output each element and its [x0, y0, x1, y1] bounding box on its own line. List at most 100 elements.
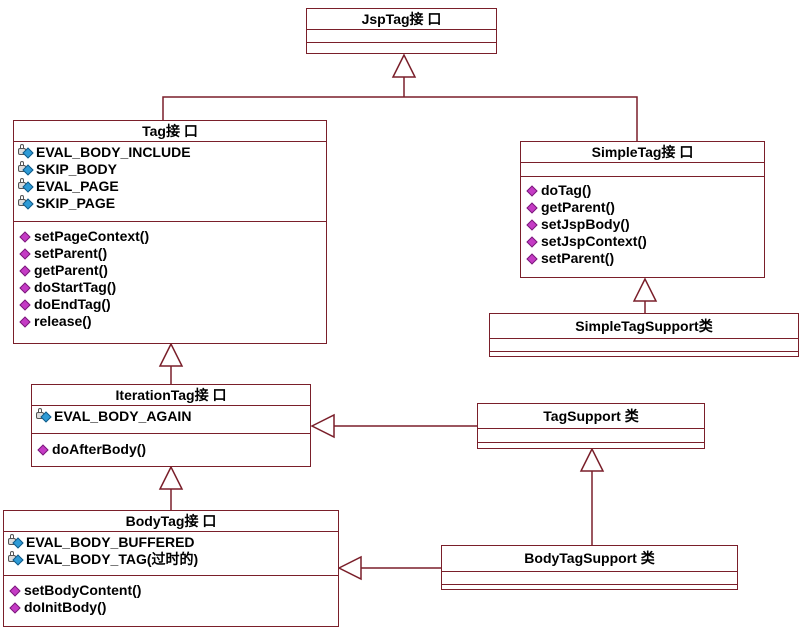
class-simpletag: SimpleTag接 口 doTag() getParent() setJspB…: [520, 141, 765, 278]
constants-section: EVAL_BODY_AGAIN: [32, 406, 310, 434]
method-row: getParent(): [18, 262, 326, 279]
method-row: doInitBody(): [8, 599, 338, 616]
method-row: setJspBody(): [525, 216, 764, 233]
constant-row: SKIP_BODY: [18, 160, 326, 178]
constant-label: SKIP_BODY: [36, 161, 117, 177]
arrowhead-bodytag: [337, 555, 362, 581]
method-row: setParent(): [18, 245, 326, 262]
method-icon: [19, 247, 31, 260]
methods-section: [478, 443, 704, 456]
attributes-section: [521, 163, 764, 177]
constant-row: EVAL_BODY_AGAIN: [36, 407, 310, 425]
method-icon: [526, 252, 538, 265]
methods-section: setBodyContent() doInitBody(): [4, 576, 338, 618]
constant-row: EVAL_BODY_INCLUDE: [18, 143, 326, 161]
constant-icon: [18, 177, 34, 194]
attributes-section: [307, 30, 496, 43]
arrowhead-iterationtag-bottom: [158, 465, 184, 490]
methods-section: doTag() getParent() setJspBody() setJspC…: [521, 177, 764, 269]
link-tag-to-jsptag: [162, 96, 638, 141]
method-label: setPageContext(): [34, 228, 150, 244]
method-label: setParent(): [541, 250, 615, 266]
class-title: IterationTag接 口: [32, 385, 310, 406]
class-title: SimpleTagSupport类: [490, 314, 798, 339]
class-bodytag: BodyTag接 口 EVAL_BODY_BUFFERED EVAL_BODY_…: [3, 510, 339, 627]
constants-section: EVAL_BODY_INCLUDE SKIP_BODY EVAL_PAGE SK…: [14, 142, 326, 222]
constant-icon: [18, 194, 34, 211]
constant-row: SKIP_PAGE: [18, 194, 326, 212]
method-icon: [526, 218, 538, 231]
constant-row: EVAL_PAGE: [18, 177, 326, 195]
constant-icon: [8, 533, 24, 550]
constant-icon: [36, 407, 52, 424]
method-row: setJspContext(): [525, 233, 764, 250]
method-icon: [19, 264, 31, 277]
method-icon: [19, 230, 31, 243]
constant-icon: [8, 550, 24, 567]
attributes-section: [490, 339, 798, 352]
method-row: setBodyContent(): [8, 582, 338, 599]
constant-row: EVAL_BODY_BUFFERED: [8, 533, 338, 551]
attributes-section: [478, 429, 704, 443]
arrowhead-tagsupport: [579, 447, 605, 472]
method-label: setBodyContent(): [24, 582, 142, 598]
methods-section: [490, 352, 798, 364]
method-row: setParent(): [525, 250, 764, 267]
method-row: release(): [18, 313, 326, 330]
method-icon: [9, 584, 21, 597]
constant-icon: [18, 143, 34, 160]
method-row: getParent(): [525, 199, 764, 216]
method-label: getParent(): [541, 199, 615, 215]
class-title: JspTag接 口: [307, 9, 496, 30]
method-row: setPageContext(): [18, 228, 326, 245]
method-label: release(): [34, 313, 92, 329]
method-row: doTag(): [525, 182, 764, 199]
method-label: setJspBody(): [541, 216, 630, 232]
method-label: doInitBody(): [24, 599, 107, 615]
method-row: doEndTag(): [18, 296, 326, 313]
method-label: doTag(): [541, 182, 592, 198]
method-icon: [526, 201, 538, 214]
attributes-section: [442, 572, 737, 585]
method-label: getParent(): [34, 262, 108, 278]
method-icon: [19, 315, 31, 328]
constant-label: EVAL_BODY_BUFFERED: [26, 534, 195, 550]
class-simpletagsupport: SimpleTagSupport类: [489, 313, 799, 357]
method-row: doStartTag(): [18, 279, 326, 296]
methods-section: setPageContext() setParent() getParent()…: [14, 222, 326, 332]
arrowhead-jsptag: [391, 53, 417, 78]
class-title: BodyTagSupport 类: [442, 546, 737, 572]
methods-section: [442, 585, 737, 597]
constants-section: EVAL_BODY_BUFFERED EVAL_BODY_TAG(过时的): [4, 532, 338, 576]
class-jsptag: JspTag接 口: [306, 8, 497, 54]
method-label: setJspContext(): [541, 233, 647, 249]
arrowhead-simpletag: [632, 277, 658, 302]
method-icon: [19, 298, 31, 311]
constant-label: EVAL_BODY_TAG(过时的): [26, 551, 199, 567]
class-title: BodyTag接 口: [4, 511, 338, 532]
methods-section: doAfterBody(): [32, 434, 310, 460]
method-icon: [526, 235, 538, 248]
method-icon: [526, 184, 538, 197]
constant-label: EVAL_BODY_AGAIN: [54, 408, 192, 424]
constant-label: EVAL_BODY_INCLUDE: [36, 144, 191, 160]
method-icon: [9, 601, 21, 614]
class-title: TagSupport 类: [478, 404, 704, 429]
class-iterationtag: IterationTag接 口 EVAL_BODY_AGAIN doAfterB…: [31, 384, 311, 467]
method-label: doStartTag(): [34, 279, 117, 295]
class-tag: Tag接 口 EVAL_BODY_INCLUDE SKIP_BODY EVAL_…: [13, 120, 327, 344]
arrowhead-iterationtag: [310, 413, 335, 439]
constant-label: EVAL_PAGE: [36, 178, 119, 194]
method-label: doAfterBody(): [52, 441, 147, 457]
class-tagsupport: TagSupport 类: [477, 403, 705, 449]
constant-icon: [18, 160, 34, 177]
method-icon: [19, 281, 31, 294]
method-label: setParent(): [34, 245, 108, 261]
arrowhead-tag: [158, 342, 184, 367]
class-title: SimpleTag接 口: [521, 142, 764, 163]
method-label: doEndTag(): [34, 296, 111, 312]
class-title: Tag接 口: [14, 121, 326, 142]
constant-label: SKIP_PAGE: [36, 195, 116, 211]
class-bodytagsupport: BodyTagSupport 类: [441, 545, 738, 590]
